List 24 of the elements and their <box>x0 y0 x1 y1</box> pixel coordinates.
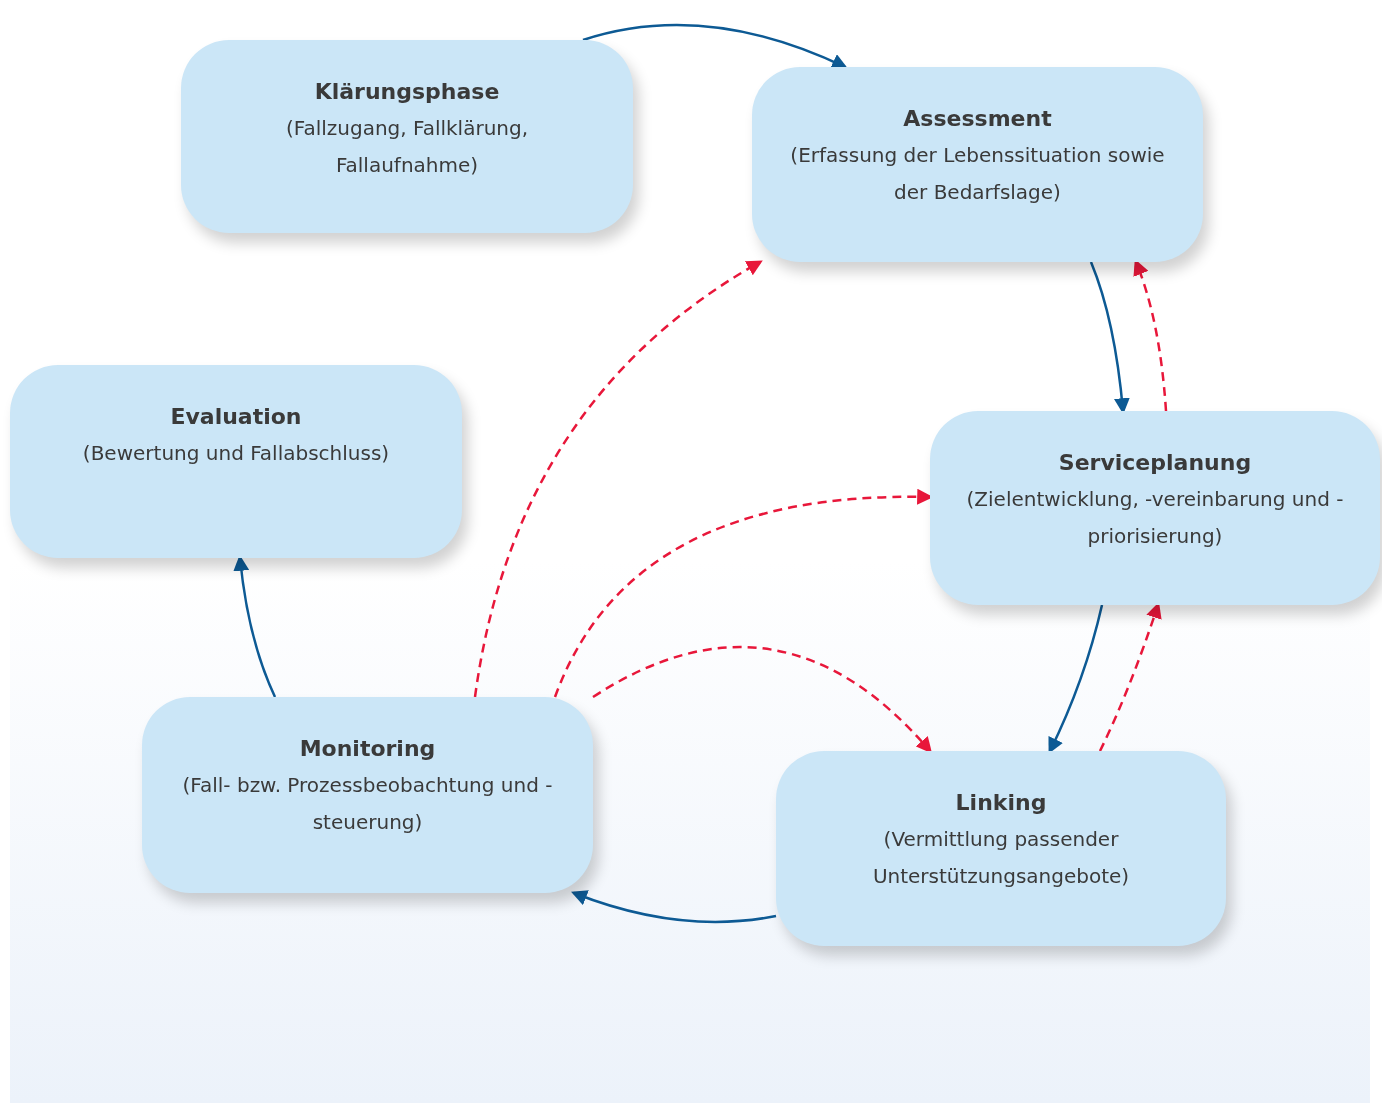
arrow <box>592 645 933 754</box>
step-title: Assessment <box>903 105 1052 133</box>
step-title: Linking <box>955 789 1047 817</box>
process-box <box>10 365 462 558</box>
step-description: (Fallzugang, Fallklärung, Fallaufnahme) <box>284 115 530 179</box>
step-description: (Bewertung und Fallabschluss) <box>82 440 390 467</box>
process-box <box>776 751 1226 946</box>
step-description: (Zielentwicklung, -vereinbarung und -priorisierung) <box>965 486 1345 550</box>
arrow <box>582 23 848 70</box>
step-description: (Fall- bzw. Prozessbeobachtung und -steuerung) <box>181 772 554 836</box>
step-title: Evaluation <box>170 403 302 431</box>
process-box <box>752 67 1203 262</box>
process-box <box>181 40 633 233</box>
step-description: (Vermittlung passender Unterstützungsangebote) <box>871 826 1131 890</box>
arrow <box>1133 259 1168 412</box>
step-description: (Erfassung der Lebenssituation sowie der Bedarfslage) <box>789 142 1166 206</box>
step-title: Monitoring <box>299 735 436 763</box>
arrow <box>1048 604 1104 754</box>
arrow <box>473 260 763 698</box>
step-title: Serviceplanung <box>1058 449 1252 477</box>
arrow <box>571 890 777 924</box>
process-box <box>142 697 593 893</box>
process-box <box>930 411 1380 605</box>
step-title: Klärungsphase <box>314 78 500 106</box>
